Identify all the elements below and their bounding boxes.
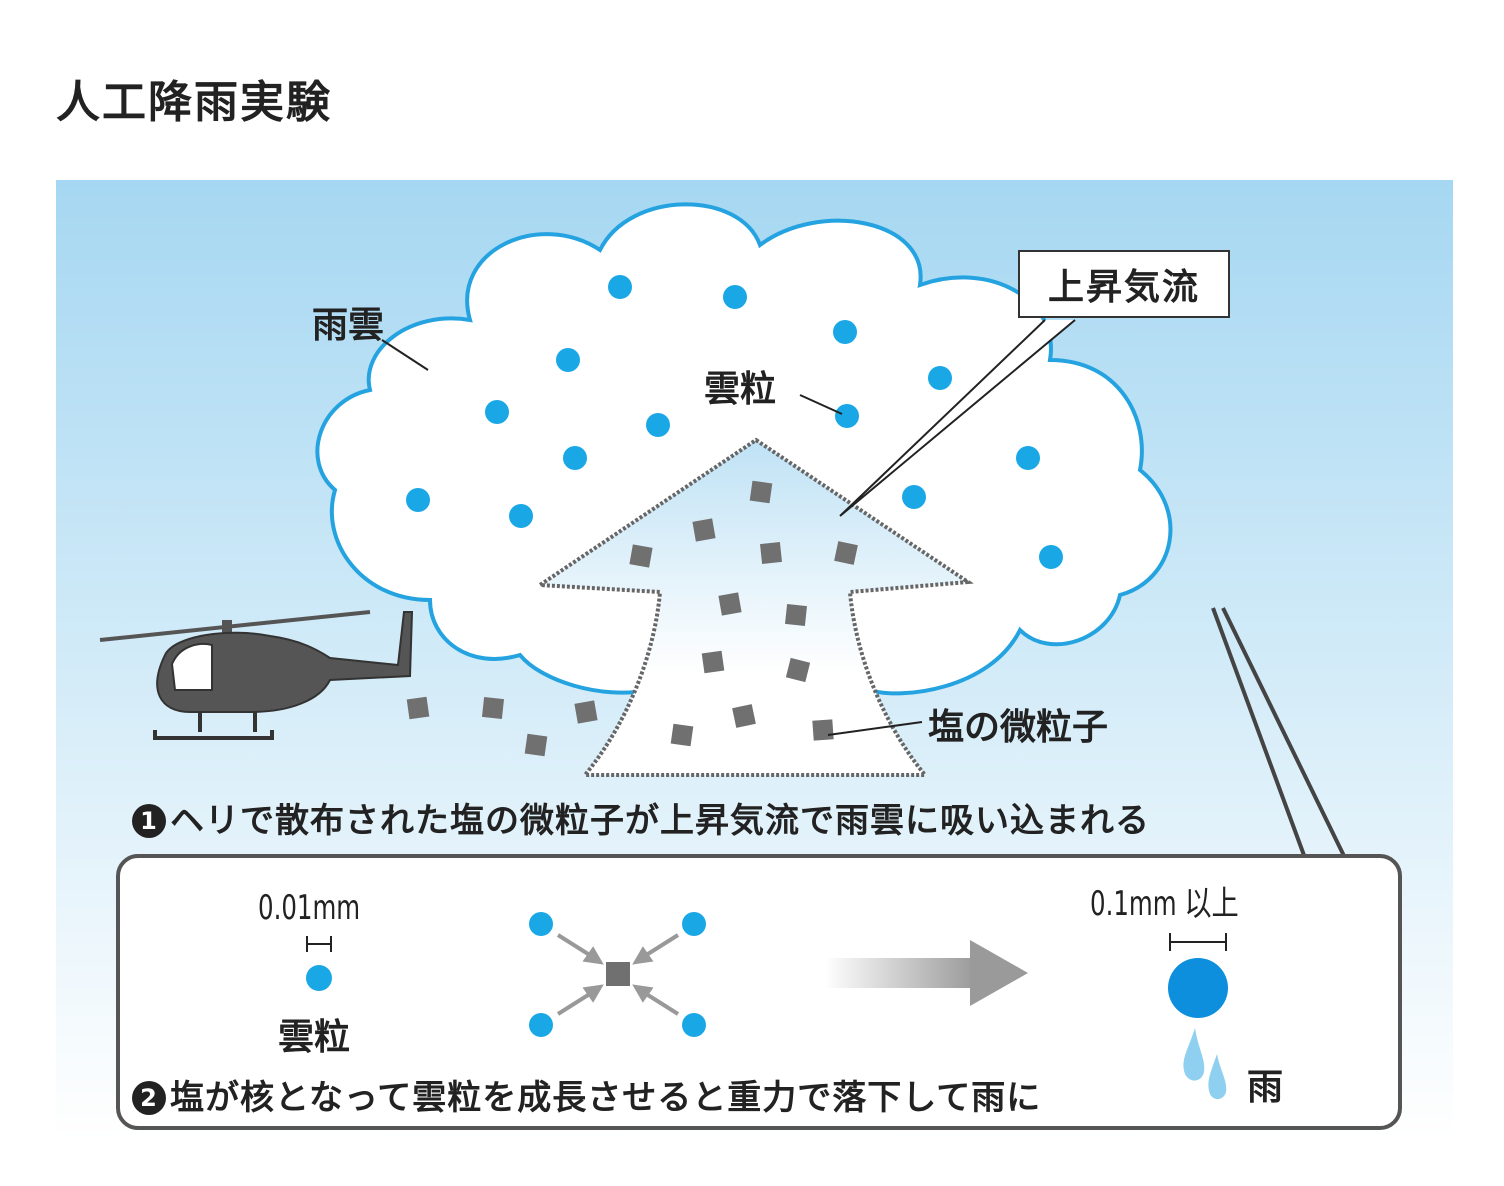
- salt-particle: [718, 592, 742, 616]
- cloud-droplet: [835, 404, 859, 428]
- salt-particle: [732, 704, 756, 728]
- cloud-droplet: [928, 366, 952, 390]
- salt-particle: [406, 696, 430, 720]
- arrow-right-icon: [825, 940, 1028, 1006]
- cloud-droplet: [608, 275, 632, 299]
- salt-particle: [670, 723, 694, 747]
- cloud-droplet: [1039, 545, 1063, 569]
- cloud-droplet: [1016, 446, 1040, 470]
- leader-salt-particles: [827, 721, 923, 736]
- cloud-droplet: [563, 446, 587, 470]
- page-title: 人工降雨実験: [56, 77, 332, 128]
- salt-particle: [749, 480, 773, 504]
- updraft-arrow: [533, 437, 974, 777]
- updraft-callout-pointer: [839, 319, 1076, 517]
- particle-size-label: 0.01mm: [258, 888, 361, 928]
- salt-particles-label: 塩の微粒子: [928, 707, 1109, 748]
- salt-particle: [785, 657, 811, 683]
- step-1-text: ヘリで散布された塩の微粒子が上昇気流で雨雲に吸い込まれる: [170, 801, 1150, 841]
- particle-scale: [306, 936, 332, 952]
- zoom-callout-pointer: [1211, 607, 1347, 859]
- raindrop-scale: [1169, 933, 1227, 951]
- raindrop-size-label: 0.1mm 以上: [1090, 884, 1239, 924]
- cloud-droplet: [556, 348, 580, 372]
- salt-particle: [574, 700, 598, 724]
- salt-particle: [629, 544, 653, 568]
- salt-particles: [406, 480, 858, 757]
- cloud-droplet: [509, 504, 533, 528]
- salt-particle: [524, 733, 548, 757]
- salt-particle: [482, 697, 504, 719]
- cloud-droplet: [833, 320, 857, 344]
- salt-particle: [785, 604, 807, 626]
- updraft-label: 上昇気流: [1018, 250, 1230, 318]
- cloud-particle-label: 雲粒: [704, 369, 777, 410]
- rain-label: 雨: [1247, 1067, 1284, 1108]
- step-2-text: 塩が核となって雲粒を成長させると重力で落下して雨に: [170, 1078, 1042, 1118]
- salt-particle: [812, 719, 834, 741]
- large-raindrop: [1168, 958, 1228, 1018]
- cloud-droplet: [406, 488, 430, 512]
- single-cloud-droplet: [306, 965, 332, 991]
- step-2-number: 2: [132, 1081, 166, 1115]
- salt-particle: [692, 518, 716, 542]
- cloud-droplet: [646, 413, 670, 437]
- cloud-droplet: [485, 400, 509, 424]
- cloud-droplets: [406, 275, 1063, 569]
- helicopter-icon: [99, 610, 414, 740]
- rain-cloud-label: 雨雲: [312, 305, 385, 346]
- cloud-droplet: [902, 485, 926, 509]
- salt-particle: [834, 541, 858, 565]
- step-1-number: 1: [132, 804, 166, 838]
- cloud-droplet: [723, 285, 747, 309]
- convergence-diagram: [529, 912, 706, 1037]
- detail-box: [116, 854, 1402, 1130]
- rain-drops-icon: [1183, 1028, 1227, 1100]
- salt-particle: [760, 542, 782, 564]
- particle-name-label: 雲粒: [278, 1017, 351, 1058]
- leader-rain-cloud: [381, 339, 429, 371]
- leader-cloud-particle: [799, 394, 843, 415]
- salt-particle: [701, 650, 725, 674]
